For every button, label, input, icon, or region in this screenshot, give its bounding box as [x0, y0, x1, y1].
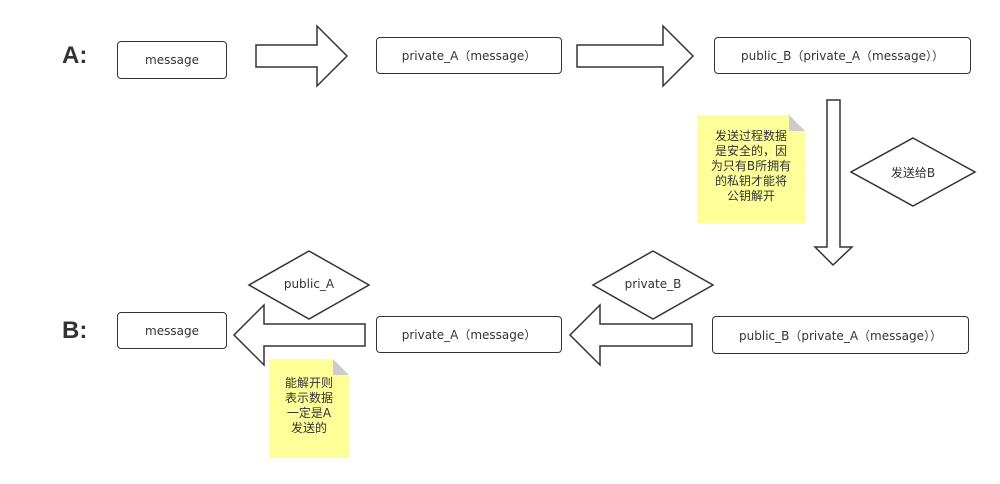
row-b-private-a-box: private_A（message）: [376, 316, 562, 353]
note-sender-is-a-line-1: 能解开则: [284, 376, 333, 390]
arrow-down: [813, 99, 854, 267]
row-b-message-box: message: [117, 312, 227, 349]
row-label-b: B:: [62, 317, 88, 344]
row-a-message-box: message: [117, 41, 227, 79]
diamond-send-to-b: [849, 137, 977, 207]
note-transfer-safe-line-1: 发送过程数据: [714, 129, 787, 143]
diamond-public-a: [247, 250, 371, 320]
note-sender-is-a-line-4: 发送的: [290, 421, 327, 435]
note-transfer-safe: 发送过程数据 是安全的，因 为只有B所拥有 的私钥才能将 公钥解开: [697, 115, 805, 223]
note-sender-is-a-line-2: 表示数据: [284, 391, 333, 405]
row-a-private-a-box: private_A（message）: [376, 37, 562, 74]
note-sender-is-a: 能解开则 表示数据 一定是A 发送的: [269, 359, 349, 458]
row-label-a: A:: [62, 42, 88, 69]
diamond-private-b: [591, 250, 715, 320]
diamond-private-b-label: private_B: [624, 277, 682, 291]
note-transfer-safe-line-5: 公钥解开: [726, 189, 775, 203]
arrow-b-1: [568, 303, 693, 367]
diamond-public-a-label: public_A: [283, 277, 335, 291]
note-transfer-safe-line-2: 是安全的，因: [714, 144, 787, 158]
row-b-public-b-box: public_B（private_A（message））: [712, 316, 969, 354]
diamond-send-to-b-label: 发送给B: [890, 166, 936, 180]
note-sender-is-a-shape: [269, 359, 349, 458]
arrow-a-1: [255, 24, 349, 88]
note-transfer-safe-shape: [697, 115, 805, 223]
note-transfer-safe-line-4: 的私钥才能将: [714, 174, 787, 188]
note-transfer-safe-line-3: 为只有B所拥有: [710, 159, 792, 173]
arrow-b-2: [232, 303, 366, 367]
arrow-a-2: [576, 24, 695, 88]
note-sender-is-a-line-3: 一定是A: [286, 406, 332, 420]
row-a-public-b-box: public_B（private_A（message））: [714, 37, 971, 74]
